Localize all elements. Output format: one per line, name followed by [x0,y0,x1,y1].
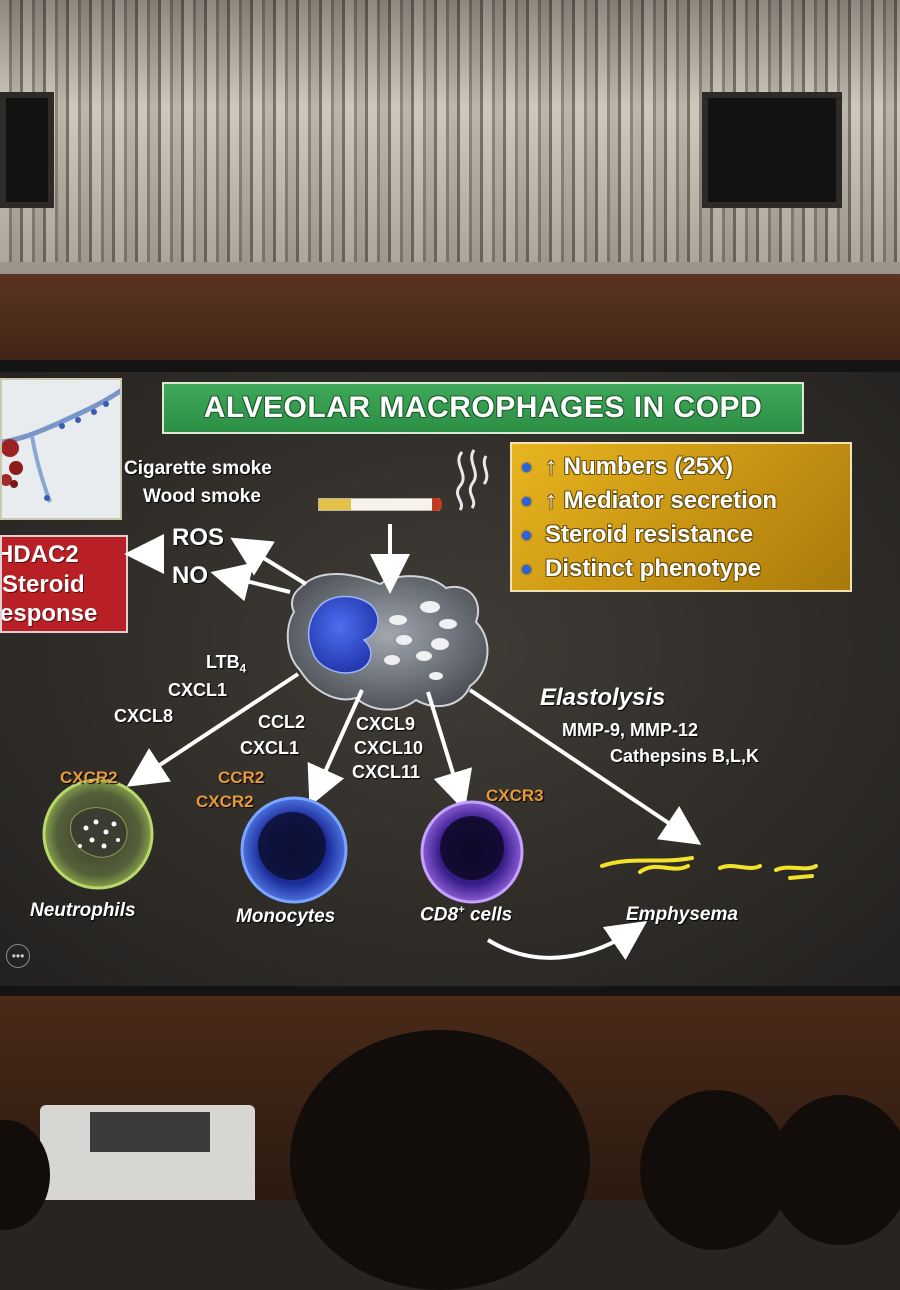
feature-item: ↑ Numbers (25X) [522,450,733,484]
cell-label-emphysema: Emphysema [626,904,738,925]
feature-text: Steroid resistance [545,521,754,548]
audience-head [290,1030,590,1290]
mediator-cxcl1: CXCL1 [168,680,228,700]
cell-label-neutrophils: Neutrophils [30,900,136,921]
feature-text: ↑ Mediator secretion [545,487,778,514]
ceiling-vent-left [0,92,54,208]
cd8-cell [420,800,524,904]
ros-label: ROS [172,524,225,551]
monocyte-cell [240,796,348,904]
receptor-monocytes-ccr2: CCR2 [218,768,265,787]
mediator-ltb4: LTB4 [206,652,246,676]
receptor-monocytes-cxcr2: CXCR2 [196,792,254,811]
lung-histology-image [0,378,122,520]
source-label: Cigarette smoke [124,458,272,479]
source-label: Wood smoke [143,486,261,507]
pathway-arrows [124,524,702,961]
audience-head [770,1095,900,1245]
mediator-cxcl10: CXCL10 [354,738,424,758]
cd8-text: CD8 [420,904,459,926]
hdac-line-3: esponse [0,600,98,627]
feature-item: Distinct phenotype [522,552,761,586]
ltb-subscript: 4 [239,662,247,676]
elastolysis-cathepsins: Cathepsins B,L,K [610,746,760,766]
elastolysis-mmp: MMP-9, MMP-12 [562,720,699,740]
more-options-icon[interactable]: ••• [6,944,30,968]
feature-text: ↑ Numbers (25X) [545,453,734,480]
slide-title-box: ALVEOLAR MACROPHAGES IN COPD [162,382,804,434]
macrophage-cell [286,573,489,711]
podium-monitor [90,1112,210,1152]
receptor-cd8: CXCR3 [486,786,544,805]
ceiling-vent-right [702,92,842,208]
smoke-wisp-icon [455,449,489,511]
mediator-cxcl11: CXCL11 [352,762,421,782]
bullet-icon [522,496,531,506]
feature-text: Distinct phenotype [545,555,762,582]
wall [0,274,900,370]
ltb-text: LTB [206,652,240,672]
hdac2-steroid-response-box: HDAC2 Steroid esponse [0,535,128,633]
mediator-cxcl9: CXCL9 [356,714,416,734]
slide-title: ALVEOLAR MACROPHAGES IN COPD [203,391,763,424]
bullet-icon [522,462,531,472]
arrow-macrophage-to-no [210,562,291,602]
no-label: NO [172,562,208,589]
elastolysis-heading: Elastolysis [540,684,666,711]
cell-label-cd8: CD8+ cells [420,904,512,926]
bullet-icon [522,530,531,540]
cell-label-monocytes: Monocytes [236,906,336,927]
hdac-line-2: Steroid [2,571,85,598]
hdac-line-1: HDAC2 [0,541,79,568]
cigarette-icon [318,498,442,511]
arrow-macrophage-to-ros [230,537,308,586]
arrow-to-monocytes [307,689,364,807]
features-box: ↑ Numbers (25X) ↑ Mediator secretion Ste… [510,442,852,592]
arrow-to-cd8 [426,691,473,812]
audience-head [640,1090,790,1250]
receptor-neutrophils: CXCR2 [60,768,118,787]
arrow-to-emphysema [468,688,702,845]
cd8-suffix: cells [464,904,513,926]
arrow-to-neutrophils [126,672,300,787]
bullet-icon [522,564,531,574]
mediator-ccl2: CCL2 [258,712,306,732]
arrow-cd8-to-emphysema [486,920,648,961]
mediator-cxcl1-mono: CXCL1 [240,738,300,758]
neutrophil-cell [42,778,154,890]
feature-item: ↑ Mediator secretion [522,484,777,518]
mediator-cxcl8: CXCL8 [114,706,174,726]
feature-item: Steroid resistance [522,518,753,552]
cd8-superscript: + [458,904,465,916]
ceiling-rail [0,262,900,274]
diagram-graphics [42,449,818,961]
emphysema-elastin-fragments [600,856,818,880]
